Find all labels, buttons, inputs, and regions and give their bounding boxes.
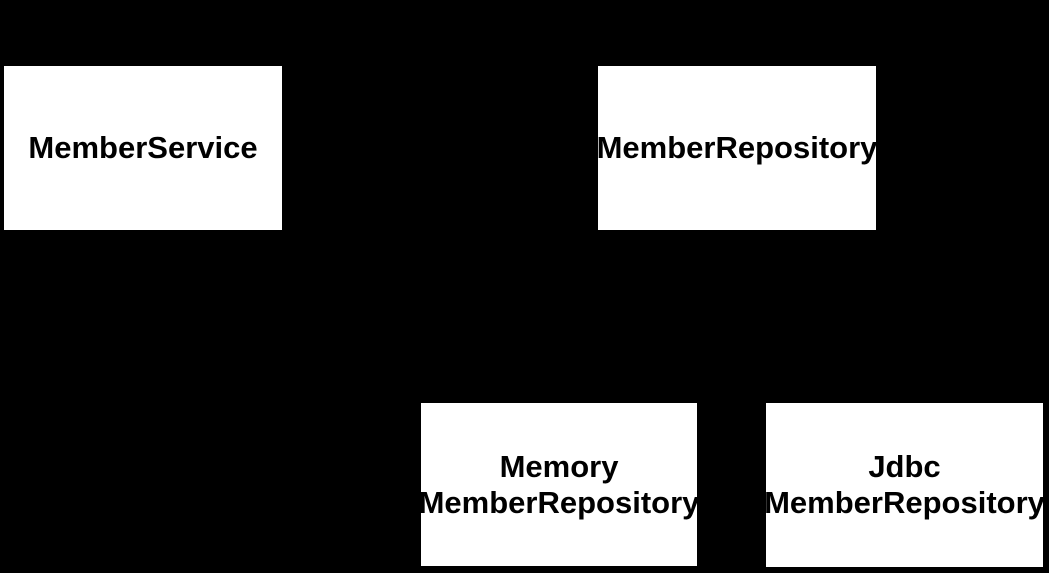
- node-memory-member-repository-label-line2: MemberRepository: [418, 484, 700, 520]
- node-member-service: MemberService: [4, 66, 282, 230]
- node-jdbc-member-repository-label-line2: MemberRepository: [764, 485, 1045, 520]
- node-member-repository: MemberRepository: [596, 66, 878, 230]
- node-memory-member-repository: Memory MemberRepository: [418, 403, 700, 566]
- node-jdbc-member-repository: Jdbc MemberRepository: [764, 403, 1045, 567]
- node-member-repository-label: MemberRepository: [596, 130, 878, 165]
- node-member-service-label: MemberService: [28, 130, 258, 165]
- node-memory-member-repository-label-line1: Memory: [499, 448, 619, 484]
- node-jdbc-member-repository-label-line1: Jdbc: [868, 449, 941, 484]
